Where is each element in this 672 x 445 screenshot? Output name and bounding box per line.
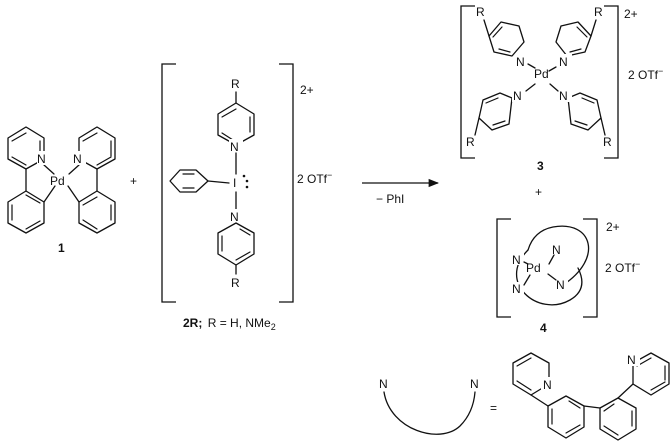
palladium-label: Pd bbox=[534, 67, 549, 81]
nitrogen-label: N bbox=[513, 89, 522, 103]
charge-4: 2+ bbox=[606, 220, 620, 234]
pyridine-ring-lower-right bbox=[567, 92, 602, 131]
nitrogen-label: N bbox=[512, 253, 521, 267]
nitrogen-label: N bbox=[230, 140, 239, 154]
arrow-byproduct-label: − PhI bbox=[376, 192, 404, 206]
compound-label-3: 3 bbox=[537, 159, 544, 173]
r-substituent-label: R bbox=[231, 77, 240, 91]
charge-2R: 2+ bbox=[300, 83, 314, 97]
plus-sign-reagents: + bbox=[130, 174, 137, 188]
nitrogen-label: N bbox=[552, 243, 561, 257]
compound-4: Pd N N N N 2+ 2 OTf− 4 bbox=[496, 218, 640, 335]
iodine-label: I bbox=[233, 176, 236, 190]
nitrogen-label: N bbox=[559, 55, 568, 69]
counterion-4: 2 OTf− bbox=[605, 259, 640, 275]
r-substituent-label: R bbox=[603, 135, 612, 149]
phenyl-ring-left bbox=[7, 190, 45, 234]
pyridine-ring-bottom bbox=[217, 222, 255, 266]
pyridine-ring-upper-right bbox=[555, 21, 592, 57]
reaction-arrow: − PhI bbox=[362, 178, 440, 206]
counterion-2R: 2 OTf− bbox=[297, 170, 332, 186]
r-substituent-label: R bbox=[476, 5, 485, 19]
nitrogen-label: N bbox=[516, 55, 525, 69]
compound-3: Pd R N R N R N bbox=[460, 5, 663, 173]
lone-pair-dots bbox=[242, 174, 249, 189]
plus-sign-products: + bbox=[535, 185, 542, 199]
r-substituent-label: R bbox=[466, 135, 475, 149]
nitrogen-label: N bbox=[470, 377, 479, 391]
compound-label-1: 1 bbox=[58, 241, 65, 255]
equals-sign: = bbox=[490, 401, 497, 415]
palladium-label: Pd bbox=[526, 261, 541, 275]
compound-2R: R N I N bbox=[161, 63, 332, 332]
palladium-label: Pd bbox=[50, 174, 65, 188]
ligand-phenyl-right bbox=[599, 397, 637, 441]
compound-label-2R: 2R; R = H, NMe2 bbox=[183, 316, 276, 332]
counterion-3: 2 OTf− bbox=[628, 66, 663, 82]
pyridine-ring-lower-left bbox=[478, 92, 513, 131]
phenyl-ring-iodine bbox=[169, 169, 209, 193]
nitrogen-label: N bbox=[379, 377, 388, 391]
nitrogen-label: N bbox=[627, 353, 636, 367]
phenyl-ring-right bbox=[78, 190, 116, 234]
compound-label-4: 4 bbox=[540, 321, 547, 335]
pyridine-ring-top bbox=[217, 102, 255, 146]
nitrogen-label: N bbox=[37, 152, 46, 166]
ligand-definition: N N = N N bbox=[379, 352, 670, 441]
charge-3: 2+ bbox=[624, 7, 638, 21]
r-substituent-label: R bbox=[231, 276, 240, 290]
pyridine-ring-upper-left bbox=[488, 21, 525, 57]
r-substituent-label: R bbox=[594, 5, 603, 19]
ligand-phenyl-left bbox=[547, 395, 585, 439]
nitrogen-label: N bbox=[512, 282, 521, 296]
nitrogen-label: N bbox=[543, 378, 552, 392]
nitrogen-label: N bbox=[230, 210, 239, 224]
nitrogen-label: N bbox=[73, 152, 82, 166]
nitrogen-label: N bbox=[556, 278, 565, 292]
compound-1: N N Pd 1 bbox=[7, 126, 116, 255]
nitrogen-label: N bbox=[559, 89, 568, 103]
